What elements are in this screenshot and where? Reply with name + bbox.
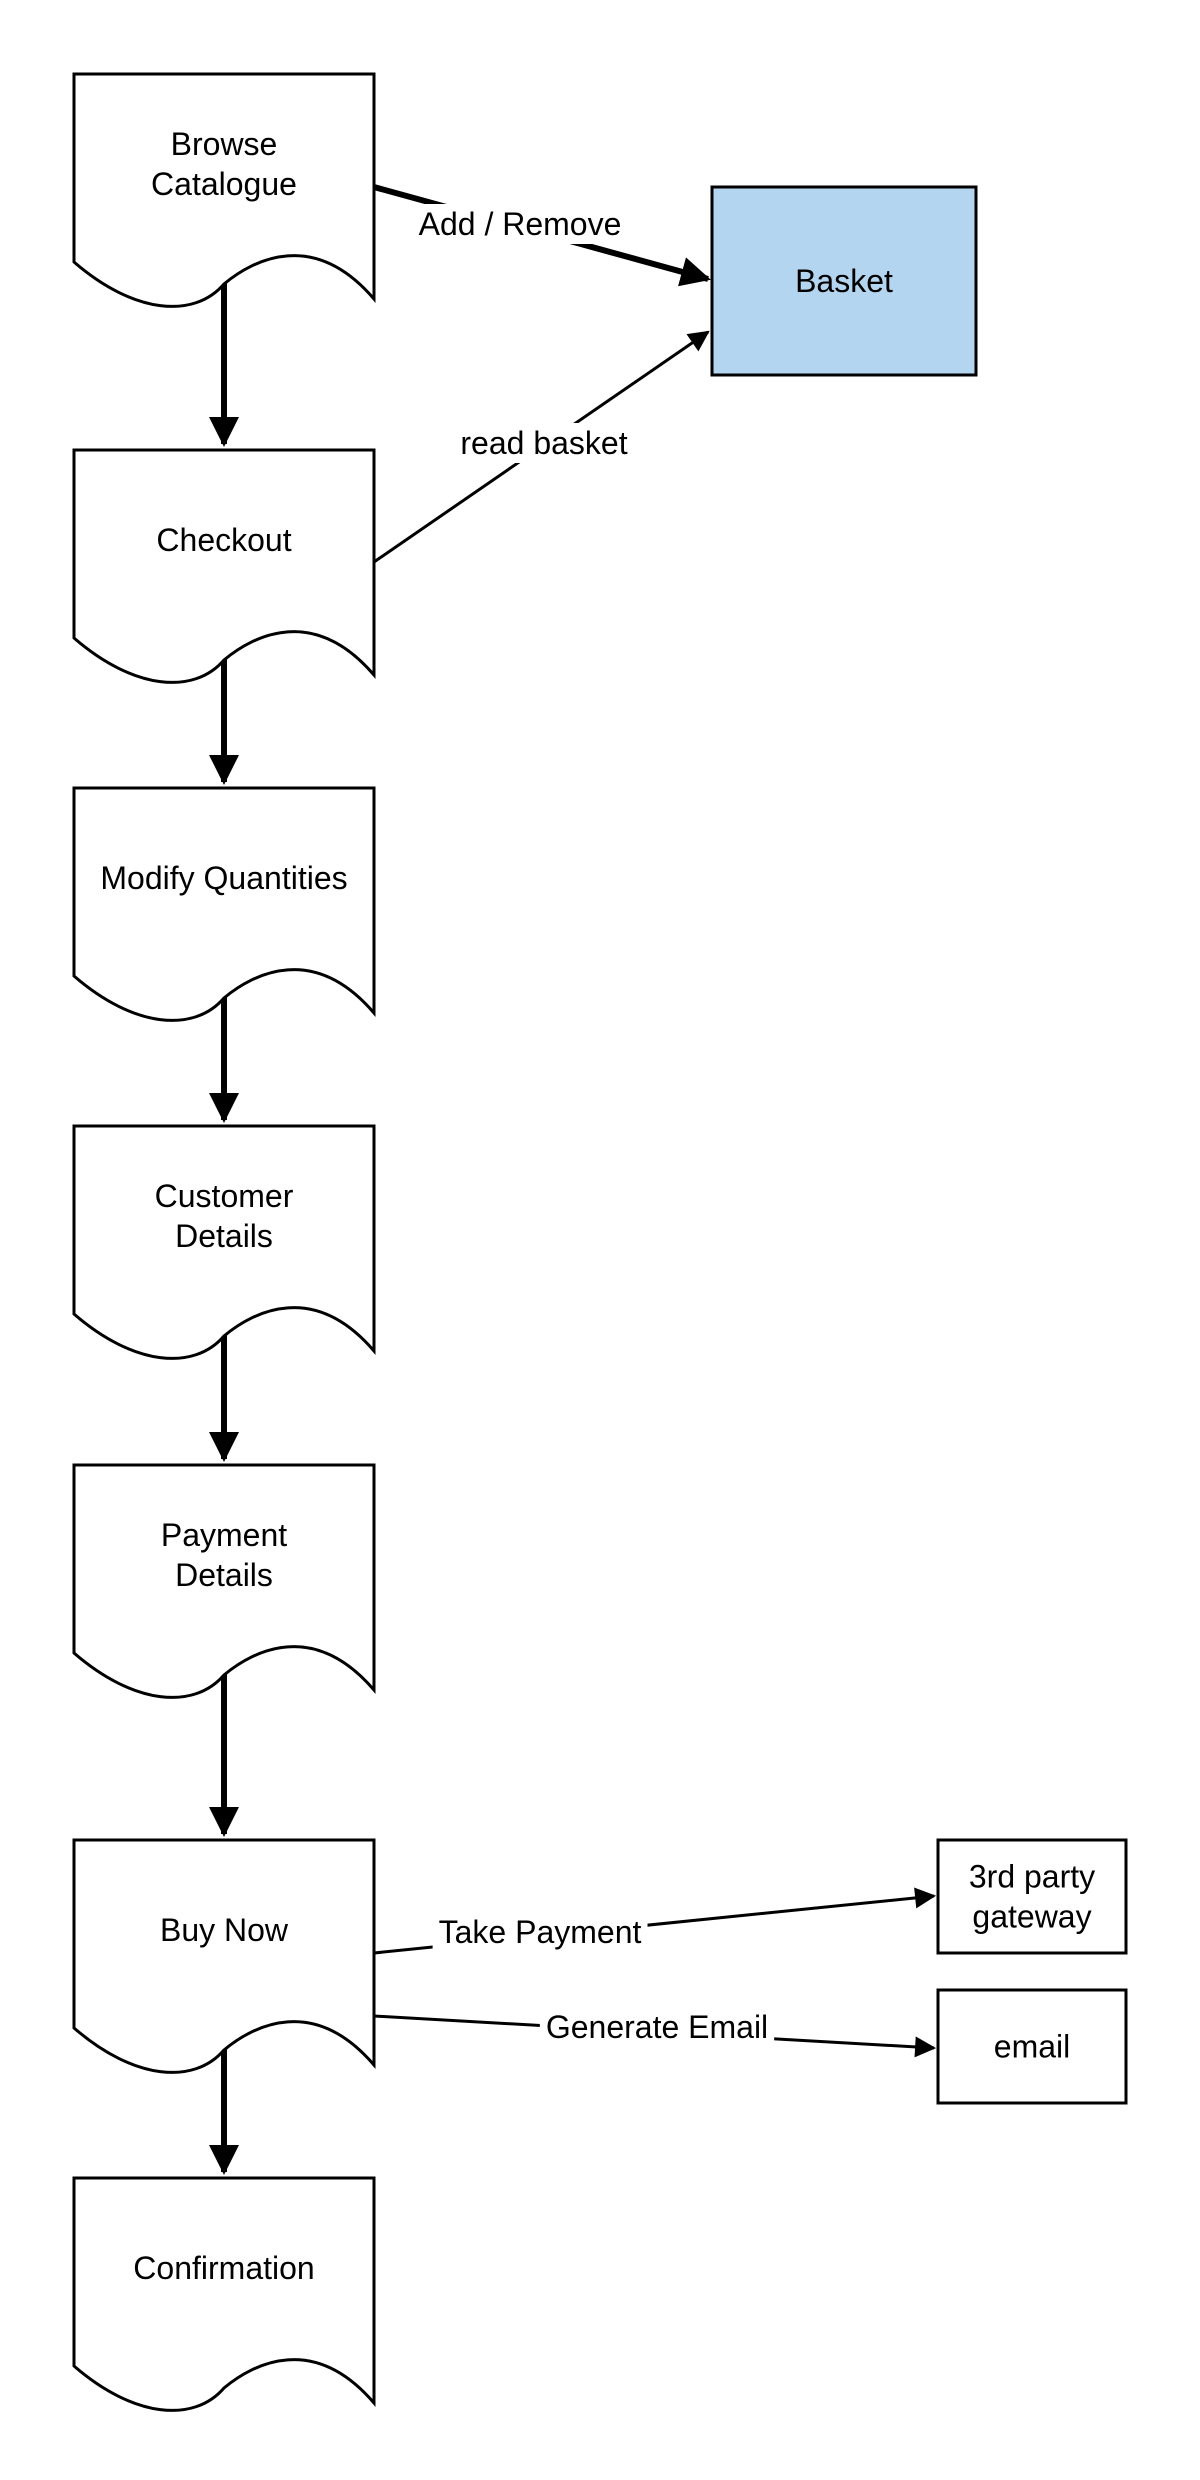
node-label: Browse: [171, 126, 278, 162]
node-basket[interactable]: Basket: [710, 185, 978, 377]
node-buynow[interactable]: Buy Now: [72, 1838, 376, 2074]
node-label: gateway: [972, 1899, 1091, 1935]
node-label: Catalogue: [151, 166, 297, 202]
edge-buynow-to-email: Generate Email: [373, 2007, 937, 2058]
node-label: 3rd party: [969, 1859, 1095, 1895]
node-email[interactable]: email: [936, 1988, 1128, 2105]
document-shape: [72, 1838, 376, 2074]
node-label: email: [994, 2029, 1070, 2065]
edge-checkout-to-basket: read basket: [373, 330, 710, 564]
node-label: Details: [175, 1557, 273, 1593]
node-label: Modify Quantities: [100, 860, 347, 896]
document-shape: [72, 448, 376, 684]
document-shape: [72, 2176, 376, 2412]
node-modify[interactable]: Modify Quantities: [72, 786, 376, 1022]
node-label: Checkout: [156, 522, 291, 558]
node-confirmation[interactable]: Confirmation: [72, 2176, 376, 2412]
edge-label: read basket: [460, 425, 627, 461]
edge-label: Take Payment: [439, 1914, 642, 1950]
node-label: Confirmation: [133, 2250, 314, 2286]
document-shape: [72, 1463, 376, 1699]
node-label: Payment: [161, 1517, 287, 1553]
process-box: [936, 1988, 1128, 2105]
node-label: Buy Now: [160, 1912, 289, 1948]
node-label: Customer: [155, 1178, 294, 1214]
edge-label-background: [539, 2007, 775, 2047]
edge-buynow-to-gateway: Take Payment: [373, 1887, 937, 1955]
node-checkout[interactable]: Checkout: [72, 448, 376, 684]
process-box: [710, 185, 978, 377]
edge-label-background: [454, 423, 634, 463]
document-shape: [72, 72, 376, 308]
document-shape: [72, 786, 376, 1022]
document-shape: [72, 1124, 376, 1360]
edge-label: Add / Remove: [419, 206, 622, 242]
node-label: Basket: [795, 263, 893, 299]
edge-label-background: [412, 204, 628, 244]
edge-label: Generate Email: [546, 2009, 768, 2045]
node-gateway[interactable]: 3rd party gateway: [936, 1838, 1128, 1955]
edge-label-background: [432, 1912, 648, 1952]
node-label: Details: [175, 1218, 273, 1254]
edge-browse-to-basket: Add / Remove: [373, 184, 711, 287]
process-box: [936, 1838, 1128, 1955]
